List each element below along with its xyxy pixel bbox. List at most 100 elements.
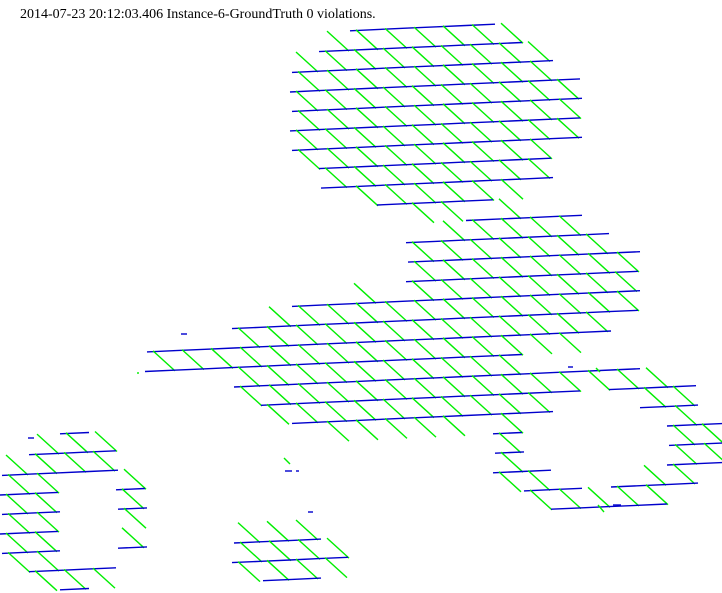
horizontal-segment xyxy=(608,504,639,508)
horizontal-segment xyxy=(434,83,465,87)
horizontal-segment xyxy=(115,487,146,491)
diagonal-segment xyxy=(36,550,60,572)
diagonal-segment xyxy=(527,469,551,492)
horizontal-segment xyxy=(289,128,320,132)
diagonal-segment xyxy=(7,551,31,573)
diagonal-segment xyxy=(500,61,524,83)
horizontal-segment xyxy=(260,559,291,562)
diagonal-segment xyxy=(645,367,669,389)
diagonal-segment xyxy=(498,276,522,298)
horizontal-segment xyxy=(666,463,697,466)
diagonal-segment xyxy=(442,64,466,86)
diagonal-segment xyxy=(413,299,437,321)
horizontal-segment xyxy=(465,257,496,261)
diagonal-segment xyxy=(92,450,116,472)
horizontal-segment xyxy=(523,293,554,297)
diagonal-segment xyxy=(411,85,435,107)
horizontal-segment xyxy=(260,325,291,328)
horizontal-segment xyxy=(581,291,612,294)
horizontal-segment xyxy=(463,82,494,85)
diagonal-segment xyxy=(297,538,321,560)
diagonal-segment xyxy=(672,463,696,485)
diagonal-segment xyxy=(556,78,580,100)
horizontal-segment xyxy=(320,303,351,306)
diagonal-segment xyxy=(471,257,495,280)
horizontal-segment xyxy=(434,161,465,165)
diagonal-segment xyxy=(411,163,435,185)
diagonal-segment xyxy=(326,537,350,559)
horizontal-segment xyxy=(494,295,525,298)
diagonal-segment xyxy=(63,568,87,590)
horizontal-segment xyxy=(610,251,641,254)
horizontal-segment xyxy=(349,301,380,305)
diagonal-segment xyxy=(324,362,348,384)
diagonal-segment xyxy=(471,179,495,202)
horizontal-segment xyxy=(579,232,610,236)
diagonal-segment xyxy=(587,291,611,313)
horizontal-segment xyxy=(666,385,697,388)
diagonal-segment xyxy=(442,376,466,398)
diagonal-segment xyxy=(440,200,464,222)
horizontal-segment xyxy=(291,109,322,113)
diagonal-segment xyxy=(587,486,611,508)
diagonal-segment xyxy=(500,256,524,278)
diagonal-segment xyxy=(469,238,493,260)
diagonal-segment xyxy=(471,62,495,85)
diagonal-segment xyxy=(529,489,553,511)
diagonal-segment xyxy=(529,255,553,277)
diagonal-segment xyxy=(210,347,234,369)
horizontal-segment xyxy=(289,323,320,327)
horizontal-segment xyxy=(521,313,552,317)
diagonal-segment xyxy=(471,218,495,241)
horizontal-segment xyxy=(492,470,523,474)
horizontal-segment xyxy=(30,472,61,475)
diagonal-segment xyxy=(413,182,437,204)
horizontal-segment xyxy=(320,69,351,72)
horizontal-segment xyxy=(144,369,175,373)
diagonal-segment xyxy=(382,164,406,186)
diagonal-segment xyxy=(239,385,263,407)
diagonal-segment xyxy=(384,105,408,127)
horizontal-segment xyxy=(349,106,380,110)
horizontal-segment xyxy=(405,240,436,244)
horizontal-segment xyxy=(378,144,409,148)
horizontal-segment xyxy=(434,317,465,321)
horizontal-segment xyxy=(637,503,668,506)
horizontal-segment xyxy=(492,158,523,162)
diagonal-segment xyxy=(440,83,464,105)
horizontal-segment xyxy=(405,201,436,205)
horizontal-segment xyxy=(465,23,496,27)
horizontal-segment xyxy=(347,126,378,129)
diagonal-segment xyxy=(324,557,348,579)
horizontal-segment xyxy=(695,422,722,426)
diagonal-segment xyxy=(471,296,495,319)
diagonal-segment xyxy=(295,324,319,346)
diagonal-segment xyxy=(411,280,435,302)
diagonal-segment xyxy=(295,558,319,580)
horizontal-segment xyxy=(465,335,496,339)
diagonal-segment xyxy=(382,359,406,381)
diagonal-segment xyxy=(353,165,377,187)
diagonal-segment xyxy=(295,129,319,151)
horizontal-segment xyxy=(204,347,235,350)
diagonal-segment xyxy=(123,507,147,529)
horizontal-segment xyxy=(579,505,610,509)
horizontal-segment xyxy=(291,382,322,386)
horizontal-segment xyxy=(581,369,612,372)
diagonal-segment xyxy=(498,198,522,220)
diagonal-segment xyxy=(384,27,408,49)
horizontal-segment xyxy=(521,235,552,239)
horizontal-segment xyxy=(695,461,722,465)
diagonal-segment xyxy=(413,26,437,48)
horizontal-segment xyxy=(349,28,380,32)
horizontal-segment xyxy=(347,360,378,363)
diagonal-segment xyxy=(297,382,321,404)
diagonal-segment xyxy=(239,541,263,563)
horizontal-segment xyxy=(552,136,583,140)
horizontal-segment xyxy=(59,587,90,591)
diagonal-segment xyxy=(36,433,60,455)
diagonal-segment xyxy=(295,363,319,385)
diagonal-segment xyxy=(413,143,437,165)
diagonal-segment xyxy=(121,488,145,510)
horizontal-segment xyxy=(349,184,380,188)
